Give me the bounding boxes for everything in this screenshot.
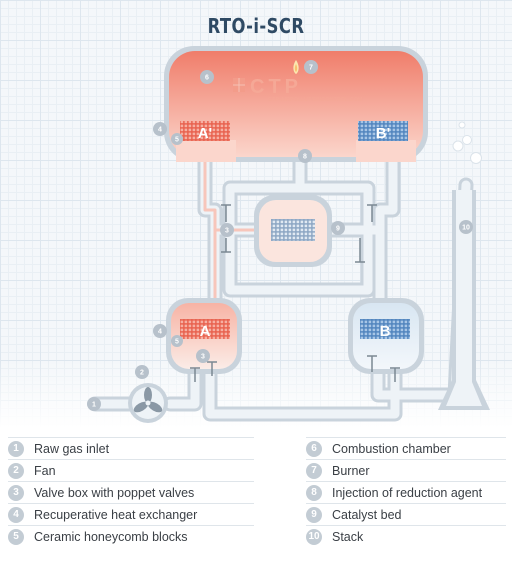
legend-number: 10 (306, 529, 322, 545)
legend-number: 7 (306, 463, 322, 479)
svg-text:10: 10 (462, 225, 470, 232)
svg-text:4: 4 (158, 329, 162, 336)
legend-label: Burner (332, 464, 370, 478)
legend-number: 2 (8, 463, 24, 479)
bed-label-a: A (200, 323, 211, 340)
tower-a: A (166, 298, 242, 374)
svg-text:8: 8 (303, 154, 307, 161)
svg-text:2: 2 (140, 370, 144, 377)
callout-badges: 1 2 3 3 4 4 5 5 6 7 8 9 10 (87, 60, 473, 411)
legend-label: Recuperative heat exchanger (34, 508, 198, 522)
valve-box-upper (221, 204, 377, 263)
callout-3-upper: 3 (220, 223, 234, 237)
valve-box-lower (190, 355, 400, 382)
svg-text:5: 5 (175, 339, 179, 346)
callout-4-upper: 4 (153, 122, 167, 136)
legend-item-5: 5 Ceramic honeycomb blocks (8, 525, 254, 548)
legend-item-4: 4 Recuperative heat exchanger (8, 503, 254, 526)
callout-2: 2 (135, 365, 149, 379)
legend-label: Catalyst bed (332, 508, 402, 522)
legend-item-3: 3 Valve box with poppet valves (8, 481, 254, 504)
ctp-logo: CTP CTP-AIRPOLLUTIONCONTROL.COM (233, 76, 363, 103)
svg-text:3: 3 (201, 354, 205, 361)
legend-item-1: 1 Raw gas inlet (8, 437, 254, 460)
burner-flame (293, 60, 299, 74)
legend-number: 3 (8, 485, 24, 501)
svg-text:4: 4 (158, 127, 162, 134)
callout-1: 1 (87, 397, 101, 411)
steam-puffs (452, 121, 482, 164)
honeycomb-a-prime: A' (180, 121, 230, 142)
callout-4-lower: 4 (153, 324, 167, 338)
legend-number: 6 (306, 441, 322, 457)
legend-number: 4 (8, 507, 24, 523)
legend-label: Combustion chamber (332, 442, 451, 456)
legend-item-7: 7 Burner (306, 459, 506, 482)
diagram-title: RTO-i-SCR (207, 14, 305, 38)
bed-label-a-prime: A' (198, 125, 212, 142)
legend-item-9: 9 Catalyst bed (306, 503, 506, 526)
svg-text:6: 6 (205, 75, 209, 82)
callout-8: 8 (298, 149, 312, 163)
callout-9: 9 (331, 221, 345, 235)
logo-url: CTP-AIRPOLLUTIONCONTROL.COM (268, 97, 363, 103)
callout-5-upper: 5 (171, 133, 183, 145)
callout-3-lower: 3 (196, 349, 210, 363)
callout-5-lower: 5 (171, 335, 183, 347)
legend: 1 Raw gas inlet 2 Fan 3 Valve box with p… (0, 437, 512, 555)
honeycomb-b-prime: B' (358, 121, 408, 142)
bed-label-b: B (380, 323, 391, 340)
stack (438, 190, 490, 410)
svg-text:3: 3 (225, 228, 229, 235)
svg-text:7: 7 (309, 65, 313, 72)
svg-text:1: 1 (92, 402, 96, 409)
legend-item-10: 10 Stack (306, 525, 506, 548)
legend-item-2: 2 Fan (8, 459, 254, 482)
fan (128, 383, 168, 423)
legend-number: 8 (306, 485, 322, 501)
callout-7: 7 (304, 60, 318, 74)
svg-text:9: 9 (336, 226, 340, 233)
svg-text:5: 5 (175, 137, 179, 144)
legend-label: Injection of reduction agent (332, 486, 483, 500)
legend-number: 1 (8, 441, 24, 457)
tower-b: B (348, 298, 424, 374)
legend-label: Valve box with poppet valves (34, 486, 195, 500)
legend-number: 9 (306, 507, 322, 523)
legend-label: Stack (332, 530, 364, 544)
catalyst-bed (254, 195, 332, 267)
legend-label: Fan (34, 464, 56, 478)
legend-item-6: 6 Combustion chamber (306, 437, 506, 460)
legend-label: Raw gas inlet (34, 442, 110, 456)
legend-label: Ceramic honeycomb blocks (34, 530, 188, 544)
legend-number: 5 (8, 529, 24, 545)
callout-10: 10 (459, 220, 473, 234)
duct-network (87, 142, 474, 422)
process-schematic: CTP CTP-AIRPOLLUTIONCONTROL.COM A' B' A (87, 46, 490, 423)
bed-label-b-prime: B' (376, 125, 390, 142)
legend-item-8: 8 Injection of reduction agent (306, 481, 506, 504)
logo-text: CTP (250, 76, 302, 98)
callout-6: 6 (200, 70, 214, 84)
